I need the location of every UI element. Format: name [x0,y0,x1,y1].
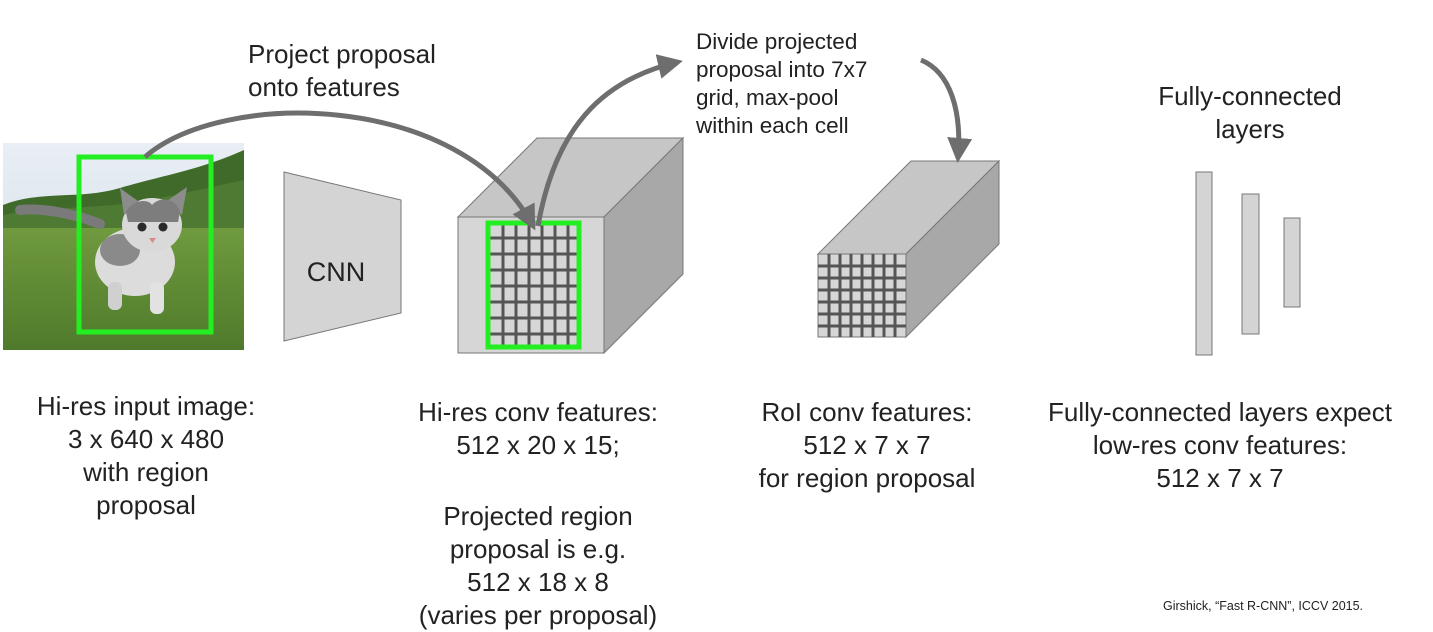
divide-grid-arrow-down [919,57,973,163]
project-proposal-arrow [143,110,536,231]
roi-grid [818,254,906,337]
input-image [3,143,244,350]
projected-proposal-grid [489,224,579,346]
divide-grid-annotation: Divide projected proposal into 7x7 grid,… [696,29,868,138]
conv-features-caption: Hi-res conv features: 512 x 20 x 15; [418,397,658,461]
fc-layer-1 [1195,171,1213,356]
conv-feature-block [456,136,685,355]
kitten-image [15,187,187,314]
projected-region-caption: Projected region proposal is e.g. 512 x … [418,501,658,631]
project-proposal-annotation: Project proposal onto features [248,39,436,103]
roi-feature-block [816,159,1001,339]
fc-layer-2 [1241,193,1260,335]
fc-layers-caption: Fully-connected layers expect low-res co… [1048,397,1392,494]
fc-layers-title: Fully-connected layers [1158,81,1342,145]
cnn-label: CNN [306,257,366,287]
fc-layer-3 [1283,217,1301,308]
citation: Girshick, “Fast R-CNN”, ICCV 2015. [1163,599,1364,613]
cnn-block [283,171,402,342]
divide-grid-arrow-up [535,54,683,227]
input-image-caption: Hi-res input image: 3 x 640 x 480 with r… [36,391,256,521]
roi-features-caption: RoI conv features: 512 x 7 x 7 for regio… [758,397,976,494]
